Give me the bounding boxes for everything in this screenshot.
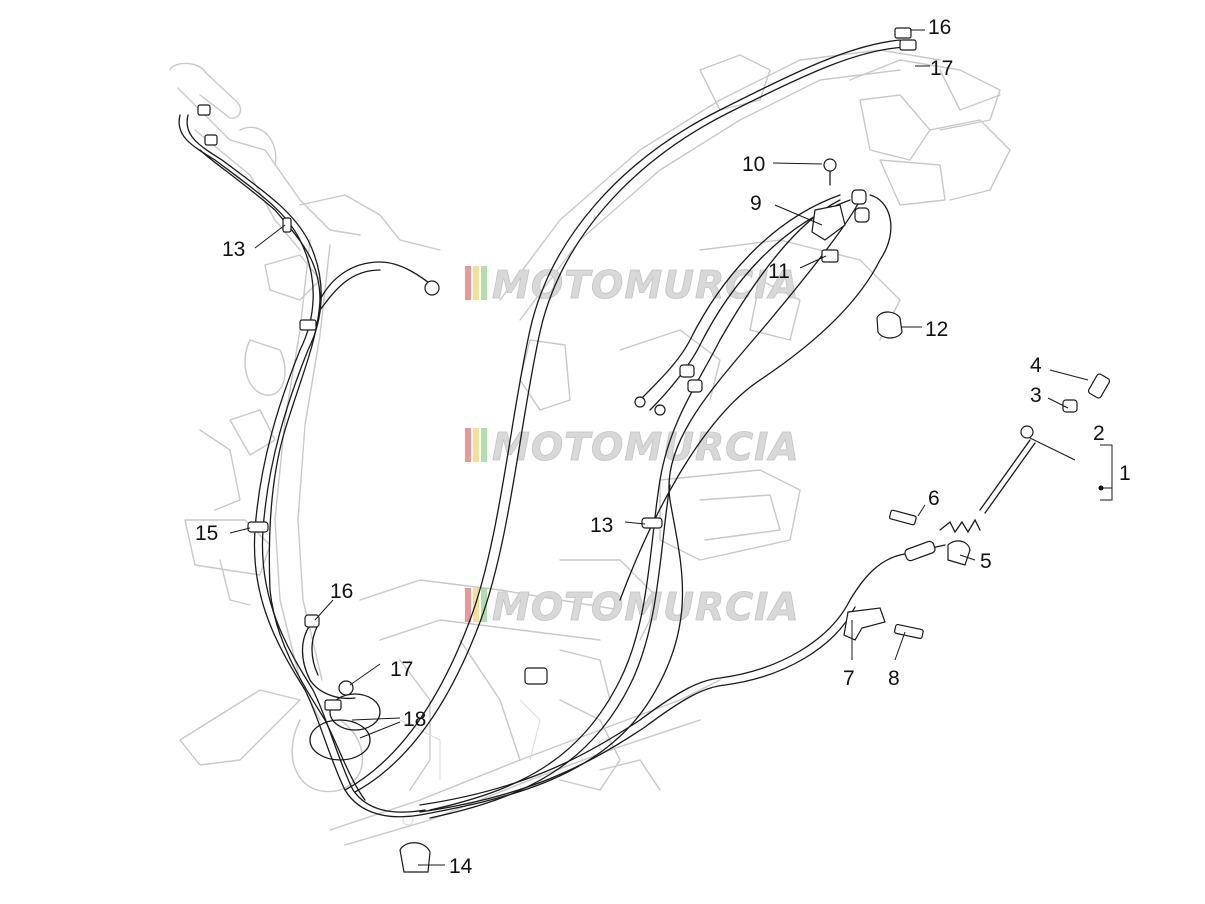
bracket-part — [811, 204, 846, 241]
cable-harness — [178, 39, 1036, 819]
watermark-text: MOTOMURCIA — [492, 425, 800, 469]
cable-end-part — [304, 614, 320, 628]
bolt-part — [894, 623, 924, 640]
callout-15: 15 — [195, 522, 218, 545]
nut-part — [821, 249, 839, 263]
callout-1: 1 — [1119, 462, 1131, 485]
screw-part — [823, 158, 837, 172]
callout-3: 3 — [1030, 384, 1042, 407]
bolt-part — [888, 509, 917, 526]
cable-clip-part — [282, 217, 292, 233]
callout-18: 18 — [403, 708, 426, 731]
cable-clip-part — [338, 680, 354, 696]
callout-17-top: 17 — [930, 57, 953, 80]
callout-7: 7 — [843, 667, 855, 690]
callout-10: 10 — [742, 153, 765, 176]
callout-13-top: 13 — [222, 238, 245, 261]
small-parts — [197, 27, 1111, 873]
adjuster-part — [679, 364, 695, 378]
callout-14: 14 — [449, 855, 473, 878]
switch-connector-part — [197, 104, 211, 116]
callout-13-right: 13 — [590, 514, 613, 537]
bracket-part — [843, 607, 886, 641]
cable-end-part — [894, 27, 912, 39]
pin-part — [1087, 373, 1111, 399]
watermark-bottom: MOTOMURCIA — [465, 585, 799, 629]
cable-end-part — [634, 396, 646, 408]
cable-end-part — [899, 39, 917, 51]
watermark-text: MOTOMURCIA — [492, 263, 800, 307]
callout-6: 6 — [928, 487, 940, 510]
cable-clip-part — [324, 699, 342, 711]
cable-end-part — [424, 280, 440, 296]
callout-2: 2 — [1093, 422, 1105, 445]
cable-end-part — [851, 189, 867, 205]
callout-1-dot — [1098, 485, 1104, 491]
callout-9: 9 — [750, 192, 762, 215]
watermark-middle: MOTOMURCIA — [465, 425, 800, 469]
callout-17-lower: 17 — [390, 658, 413, 681]
nipple-part — [1020, 425, 1034, 439]
clamp-part — [399, 842, 431, 873]
callout-4: 4 — [1030, 354, 1042, 377]
leader-lines — [229, 29, 1113, 866]
cable-clip-part — [524, 667, 548, 685]
cable-end-part — [854, 207, 870, 223]
cable-clip-part — [247, 521, 269, 533]
grommet-part — [876, 311, 903, 339]
callout-labels: 1 2 3 4 5 6 7 8 9 10 11 12 13 13 14 15 1… — [195, 16, 1131, 878]
callout-5: 5 — [980, 550, 992, 573]
clamp-part — [947, 540, 971, 566]
callout-12: 12 — [925, 318, 948, 341]
cable-clip-part — [641, 517, 663, 529]
cable-end-part — [654, 404, 666, 416]
adjuster-part — [687, 379, 703, 393]
callout-16-top: 16 — [928, 16, 951, 39]
switch-connector-part — [204, 134, 218, 146]
callout-11: 11 — [768, 260, 790, 283]
adjuster-part — [904, 540, 936, 562]
callout-8: 8 — [888, 667, 900, 690]
watermark-top: MOTOMURCIA — [465, 263, 800, 307]
cable-clip-part — [299, 319, 317, 331]
callout-16-lower: 16 — [330, 580, 353, 603]
